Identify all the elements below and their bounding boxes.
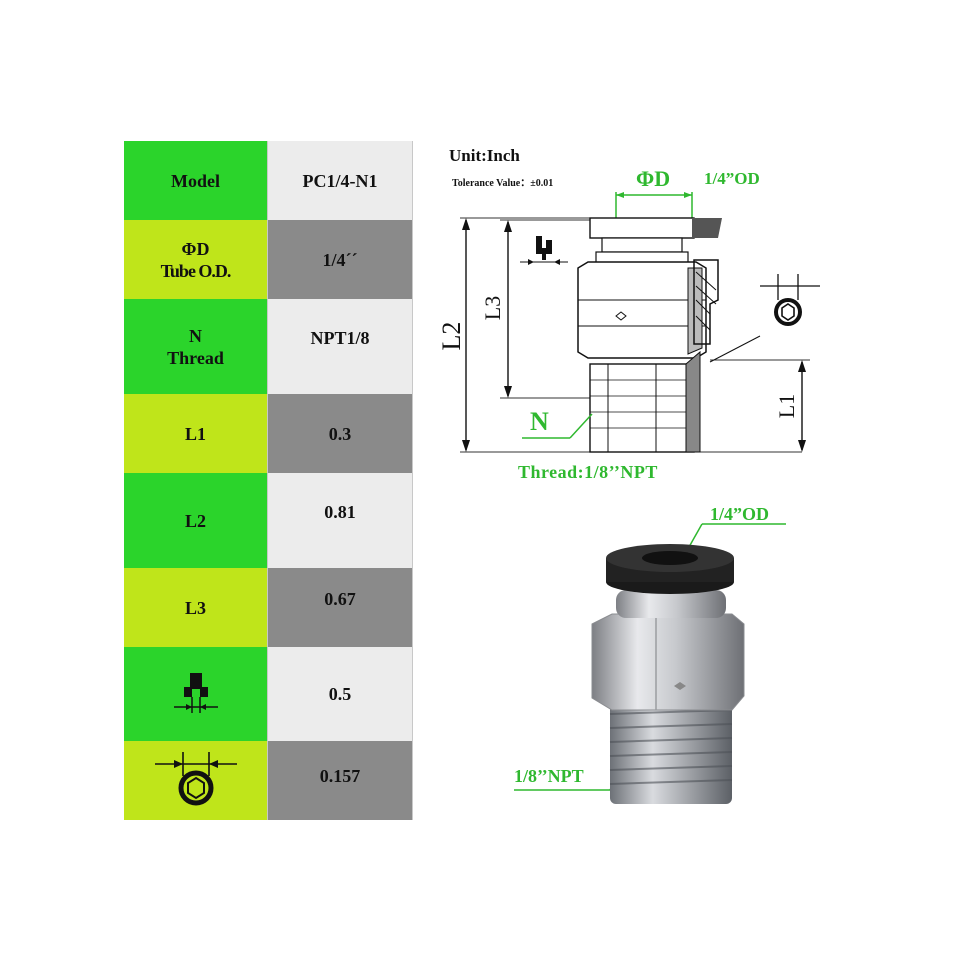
l3-dimension-label: L3 bbox=[480, 296, 505, 320]
technical-drawing: Unit:Inch Tolerance Value：±0.01 ΦD 1/4”O… bbox=[430, 140, 830, 500]
l1-value: 0.3 bbox=[267, 394, 413, 473]
tube-od-text: Tube O.D. bbox=[160, 260, 232, 281]
product-od-callout: 1/4”OD bbox=[710, 504, 770, 524]
hole-diameter-label bbox=[124, 741, 268, 820]
spec-table: Model PC1/4-N1 ΦD Tube O.D. 1/4´´ N Thre… bbox=[124, 141, 413, 820]
table-row: 0.5 bbox=[124, 647, 413, 741]
l1-label: L1 bbox=[124, 394, 268, 473]
phi-d-label: ΦD bbox=[181, 238, 210, 259]
table-row: ΦD Tube O.D. 1/4´´ bbox=[124, 220, 413, 299]
phi-d-callout: ΦD bbox=[636, 166, 671, 191]
thread-value: NPT1/8 bbox=[267, 299, 413, 394]
tolerance-label: Tolerance Value：±0.01 bbox=[452, 178, 554, 189]
model-label: Model bbox=[124, 141, 268, 220]
model-value: PC1/4-N1 bbox=[267, 141, 413, 220]
l2-dimension-label: L2 bbox=[437, 322, 466, 351]
fitting-photo bbox=[514, 523, 786, 804]
thread-callout: Thread:1/8’’NPT bbox=[518, 462, 658, 482]
l2-value: 0.81 bbox=[267, 473, 413, 568]
wrench-width-value: 0.5 bbox=[267, 647, 413, 741]
hole-diameter-icon bbox=[154, 752, 237, 806]
product-npt-callout: 1/8’’NPT bbox=[514, 766, 584, 786]
wrench-width-icon bbox=[173, 672, 218, 713]
thread-text: Thread bbox=[167, 347, 224, 368]
table-row: L2 0.81 bbox=[124, 473, 413, 568]
tube-od-value: 1/4´´ bbox=[267, 220, 413, 299]
table-row: N Thread NPT1/8 bbox=[124, 299, 413, 394]
wrench-width-label bbox=[124, 647, 268, 741]
table-row: L3 0.67 bbox=[124, 568, 413, 647]
table-row: 0.157 bbox=[124, 741, 413, 820]
fitting-cross-section: L2 L3 L1 bbox=[437, 192, 820, 453]
l1-dimension-label: L1 bbox=[774, 394, 799, 418]
product-render: 1/4”OD 1/8’’NPT bbox=[480, 500, 800, 820]
l3-label: L3 bbox=[124, 568, 268, 647]
l3-value: 0.67 bbox=[267, 568, 413, 647]
table-row: L1 0.3 bbox=[124, 394, 413, 473]
n-dimension-label: N bbox=[530, 407, 549, 436]
l2-label: L2 bbox=[124, 473, 268, 568]
unit-label: Unit:Inch bbox=[449, 146, 520, 165]
n-label: N bbox=[189, 325, 202, 346]
thread-label: N Thread bbox=[124, 299, 268, 394]
hole-diameter-value: 0.157 bbox=[267, 741, 413, 820]
od-callout: 1/4”OD bbox=[704, 169, 760, 188]
table-row: Model PC1/4-N1 bbox=[124, 141, 413, 220]
tube-od-label: ΦD Tube O.D. bbox=[124, 220, 268, 299]
